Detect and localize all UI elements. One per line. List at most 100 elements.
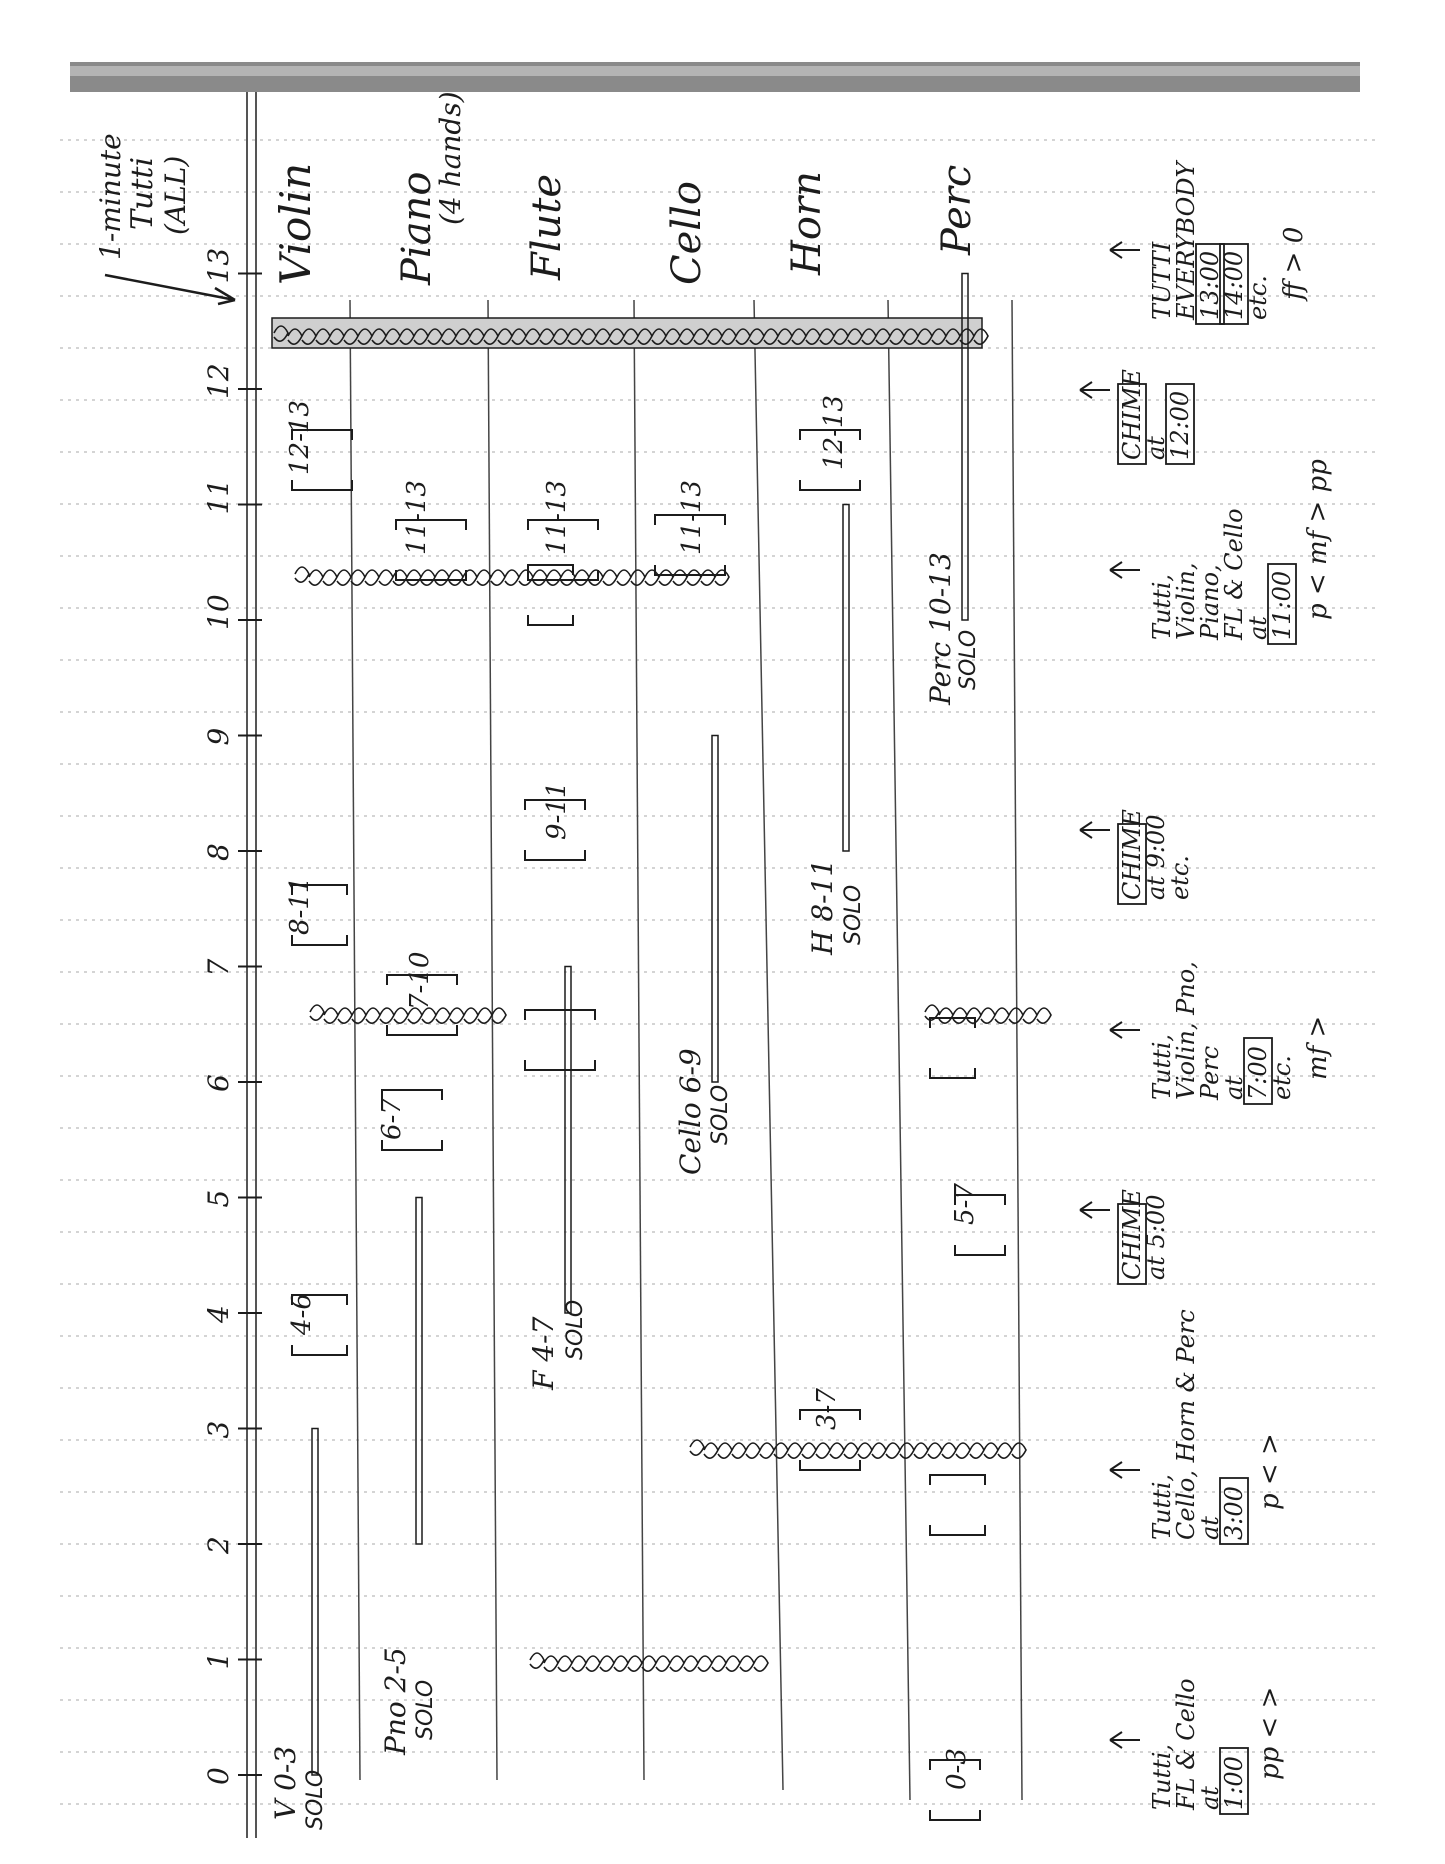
minute-label-2: 2 (202, 1536, 235, 1555)
minute-label-7: 7 (202, 959, 235, 977)
cue-arrow-icon (1109, 1461, 1140, 1479)
cue-arrow-icon (1079, 821, 1110, 839)
cue-3-line-2: Perc (1196, 1046, 1224, 1101)
cue-5-line-2: Piano, (1196, 564, 1224, 641)
entry-bracket-5 (395, 519, 467, 581)
cue-4-line-2: etc. (1166, 855, 1194, 900)
instrument-header-0: Violin (271, 163, 320, 285)
entry-label-15: 6-7 (377, 1098, 407, 1140)
cue-box (1219, 1747, 1249, 1815)
entry-label-5: SOLO (563, 1300, 588, 1360)
entry-label-18: 9-11 (542, 782, 572, 840)
cue-box (1117, 823, 1147, 905)
entry-label-9: SOLO (841, 885, 866, 945)
horn-solo-line (842, 503, 850, 852)
cue-7-line-3: 14:00 (1220, 251, 1248, 320)
piano-solo-line (415, 1196, 423, 1545)
instrument-header-2: (4 hands) (434, 91, 467, 225)
entry-label-21: 3-7 (812, 1388, 842, 1430)
cue-1-dynamic: p < > (1255, 1433, 1285, 1510)
entry-label-19: 11-13 (542, 480, 572, 555)
entry-label-7: SOLO (708, 1085, 733, 1145)
cue-0-line-3: 1:00 (1220, 1756, 1248, 1810)
entry-bracket-1 (291, 884, 348, 946)
minute-label-3: 3 (202, 1421, 235, 1439)
minute-label-13: 13 (202, 248, 235, 284)
cue-box (1243, 1037, 1273, 1105)
cue-box (1117, 1203, 1147, 1285)
tutti-note-line2: Tutti (125, 157, 160, 230)
entry-label-13: 8-11 (285, 877, 315, 935)
entry-label-11: SOLO (956, 630, 981, 690)
entry-bracket-15 (954, 1194, 1006, 1256)
entry-bracket-14 (929, 1474, 986, 1536)
cue-3-dynamic: mf > (1303, 1016, 1333, 1080)
minute-label-4: 4 (202, 1305, 235, 1324)
entry-bracket-6 (524, 1009, 596, 1071)
entry-bracket-7 (524, 799, 586, 861)
tutti-note-line3: (ALL) (159, 156, 192, 235)
arrow-icon (104, 273, 236, 306)
entry-label-2: Pno 2-5 (379, 1647, 412, 1756)
cue-0-line-0: Tutti, (1148, 1744, 1176, 1810)
instrument-header-6: Perc (934, 165, 980, 256)
cue-arrow-icon (1109, 241, 1140, 259)
tutti-scribble-13 (273, 325, 989, 345)
minute-label-12: 12 (202, 363, 235, 399)
entry-label-6: Cello 6-9 (674, 1048, 707, 1175)
instrument-header-5: Horn (784, 171, 830, 276)
cue-0-line-1: FL & Cello (1172, 1678, 1200, 1811)
tutti-scribble-1 (529, 1652, 769, 1672)
entry-label-16: 7-10 (405, 952, 435, 1010)
cue-3-line-0: Tutti, (1148, 1034, 1176, 1100)
entry-bracket-13 (929, 1759, 981, 1821)
entry-bracket-11 (799, 1409, 861, 1471)
cue-7-line-0: TUTTI (1148, 241, 1176, 320)
perc-scribble-7 (924, 1004, 1052, 1024)
cue-5-line-0: Tutti, (1148, 574, 1176, 640)
entry-label-3: SOLO (413, 1680, 438, 1740)
instrument-header-4: Cello (664, 181, 710, 285)
cue-box (1267, 563, 1297, 645)
cue-6-line-2: 12:00 (1166, 391, 1194, 460)
cue-arrow-icon (1079, 381, 1110, 399)
scan-edge-highlight (70, 66, 1360, 76)
cue-box (1195, 243, 1225, 325)
entry-label-17: 11-13 (402, 480, 432, 555)
cue-1-line-3: 3:00 (1220, 1486, 1248, 1540)
cue-7-line-4: etc. (1244, 275, 1272, 320)
tutti-note-line1: 1-minute (94, 133, 127, 260)
violin-solo-line (311, 1427, 319, 1776)
entry-label-14: 12-13 (285, 400, 315, 475)
minute-label-11: 11 (202, 479, 235, 515)
cue-3-line-4: 7:00 (1244, 1046, 1272, 1100)
cue-2-line-1: at 5:00 (1142, 1195, 1170, 1280)
tutti-scribble-11 (294, 566, 730, 586)
cue-arrow-icon (1109, 561, 1140, 579)
instrument-header-3: Flute (524, 174, 570, 281)
cello-solo-line (711, 734, 719, 1083)
cue-4-line-1: at 9:00 (1142, 815, 1170, 900)
cue-box (1219, 243, 1249, 325)
cue-1-line-1: Cello, Horn & Perc (1172, 1309, 1200, 1540)
entry-label-4: F 4-7 (527, 1316, 560, 1391)
cue-box (1117, 383, 1147, 465)
perc-solo-line (961, 272, 969, 621)
entry-label-1: SOLO (303, 1770, 328, 1830)
cue-box (1219, 1477, 1249, 1545)
cue-arrow-icon (1109, 1021, 1140, 1039)
entry-label-8: H 8-11 (806, 859, 839, 956)
instrument-header-1: Piano (394, 172, 440, 286)
flute-solo-line (564, 965, 572, 1314)
entry-bracket-16 (929, 1017, 976, 1079)
entry-bracket-2 (291, 429, 353, 491)
minute-label-8: 8 (202, 843, 235, 861)
cue-3-line-1: Violin, Pno, (1172, 961, 1200, 1100)
cue-0-dynamic: pp < > (1255, 1687, 1285, 1780)
entry-bracket-12 (799, 429, 861, 491)
entry-bracket-0 (291, 1294, 348, 1356)
minute-label-6: 6 (202, 1074, 235, 1092)
cue-5-line-1: Violin, (1172, 563, 1200, 640)
cue-3-line-5: etc. (1268, 1055, 1296, 1100)
